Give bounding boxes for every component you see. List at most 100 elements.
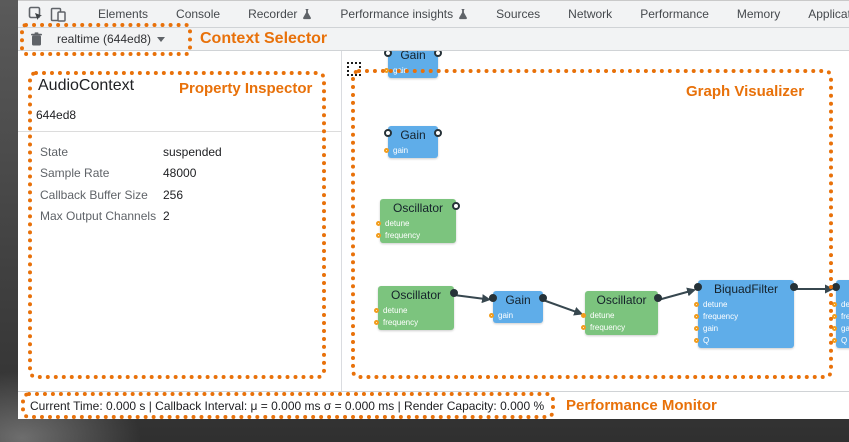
param-label: gain xyxy=(841,323,849,333)
output-port xyxy=(450,289,458,297)
property-name: Max Output Channels xyxy=(40,209,157,224)
audiocontext-title: AudioContext xyxy=(38,77,135,94)
param-port xyxy=(489,312,494,318)
param-label: gain xyxy=(393,145,409,155)
node-title: BiquadFilter xyxy=(694,280,798,298)
node-title: Gain xyxy=(384,51,442,64)
performance-monitor-text: Current Time: 0.000 s | Callback Interva… xyxy=(30,399,545,413)
inspect-element-icon[interactable] xyxy=(28,5,44,23)
param-row: gain xyxy=(384,64,438,76)
param-row: gain xyxy=(694,322,794,334)
property-value: suspended xyxy=(163,144,222,159)
chevron-down-icon xyxy=(157,37,166,42)
graph-edge xyxy=(542,299,584,316)
annotation-label-property-inspector: Property Inspector xyxy=(179,80,313,97)
input-port xyxy=(384,129,392,137)
param-row: frequency xyxy=(376,229,456,241)
param-label: frequency xyxy=(703,311,739,321)
node-title: Oscillator xyxy=(380,199,460,217)
graph-edge xyxy=(657,287,697,301)
param-label: detune xyxy=(383,305,408,315)
param-port xyxy=(832,301,837,307)
param-label: frequency xyxy=(383,317,419,327)
param-row: detune xyxy=(694,298,794,310)
param-port xyxy=(694,301,699,307)
context-id: 644ed8 xyxy=(36,108,77,122)
param-port xyxy=(374,307,379,313)
output-port xyxy=(654,294,662,302)
tab-network[interactable]: Network xyxy=(568,7,613,21)
param-row: frequency xyxy=(694,310,794,322)
property-name: Callback Buffer Size xyxy=(40,187,148,202)
graph-edges xyxy=(453,284,834,316)
param-label: frequency xyxy=(385,230,421,240)
param-port xyxy=(384,147,389,153)
param-label: detune xyxy=(385,218,410,228)
property-row: State suspended xyxy=(40,141,330,163)
node-title: Gain xyxy=(384,126,442,144)
param-port xyxy=(376,220,381,226)
param-label: Q xyxy=(703,335,710,345)
param-label: detune xyxy=(703,299,728,309)
annotation-label-context-selector: Context Selector xyxy=(200,30,328,47)
param-label: gain xyxy=(703,323,719,333)
param-port xyxy=(694,337,699,343)
graph-edge xyxy=(453,294,492,304)
param-row: frequency xyxy=(374,316,454,328)
param-label: gain xyxy=(498,310,514,320)
node-title: Gain xyxy=(489,291,547,309)
param-row: frequency xyxy=(832,310,849,322)
annotation-anchor-square xyxy=(347,62,361,76)
output-port xyxy=(790,283,798,291)
property-value: 2 xyxy=(163,209,170,224)
param-row: gain xyxy=(489,309,543,321)
tab-memory[interactable]: Memory xyxy=(736,7,781,21)
param-label: detune xyxy=(841,299,849,309)
delete-context-icon[interactable] xyxy=(30,32,43,46)
panel-split-divider[interactable] xyxy=(341,51,342,391)
param-row: gain xyxy=(832,322,849,334)
annotation-label-performance-monitor: Performance Monitor xyxy=(566,397,717,414)
param-label: gain xyxy=(393,65,409,75)
param-label: frequency xyxy=(841,311,849,321)
device-toolbar-icon[interactable] xyxy=(50,5,66,23)
tab-console[interactable]: Console xyxy=(176,7,221,21)
property-value: 48000 xyxy=(163,166,197,181)
param-port xyxy=(694,325,699,331)
context-dropdown[interactable]: realtime (644ed8) xyxy=(57,32,166,46)
param-port xyxy=(832,313,837,319)
param-row: gain xyxy=(384,144,438,156)
param-label: detune xyxy=(590,310,615,320)
property-value: 256 xyxy=(163,187,184,202)
tab-sources[interactable]: Sources xyxy=(496,7,541,21)
param-row: detune xyxy=(832,298,849,310)
input-port xyxy=(832,283,840,291)
tab-recorder[interactable]: Recorder xyxy=(234,1,326,27)
param-row: frequency xyxy=(581,321,658,333)
context-dropdown-label: realtime (644ed8) xyxy=(57,32,152,46)
context-toolbar: realtime (644ed8) xyxy=(18,28,849,51)
tab-elements[interactable]: Elements xyxy=(98,7,149,21)
output-port xyxy=(539,294,547,302)
tab-performance-insights[interactable]: Performance insights xyxy=(326,1,482,27)
tab-application[interactable]: Application xyxy=(808,7,849,21)
property-name: State xyxy=(40,144,69,159)
output-port xyxy=(434,51,442,57)
tab-performance[interactable]: Performance xyxy=(640,7,709,21)
param-port xyxy=(374,319,379,325)
